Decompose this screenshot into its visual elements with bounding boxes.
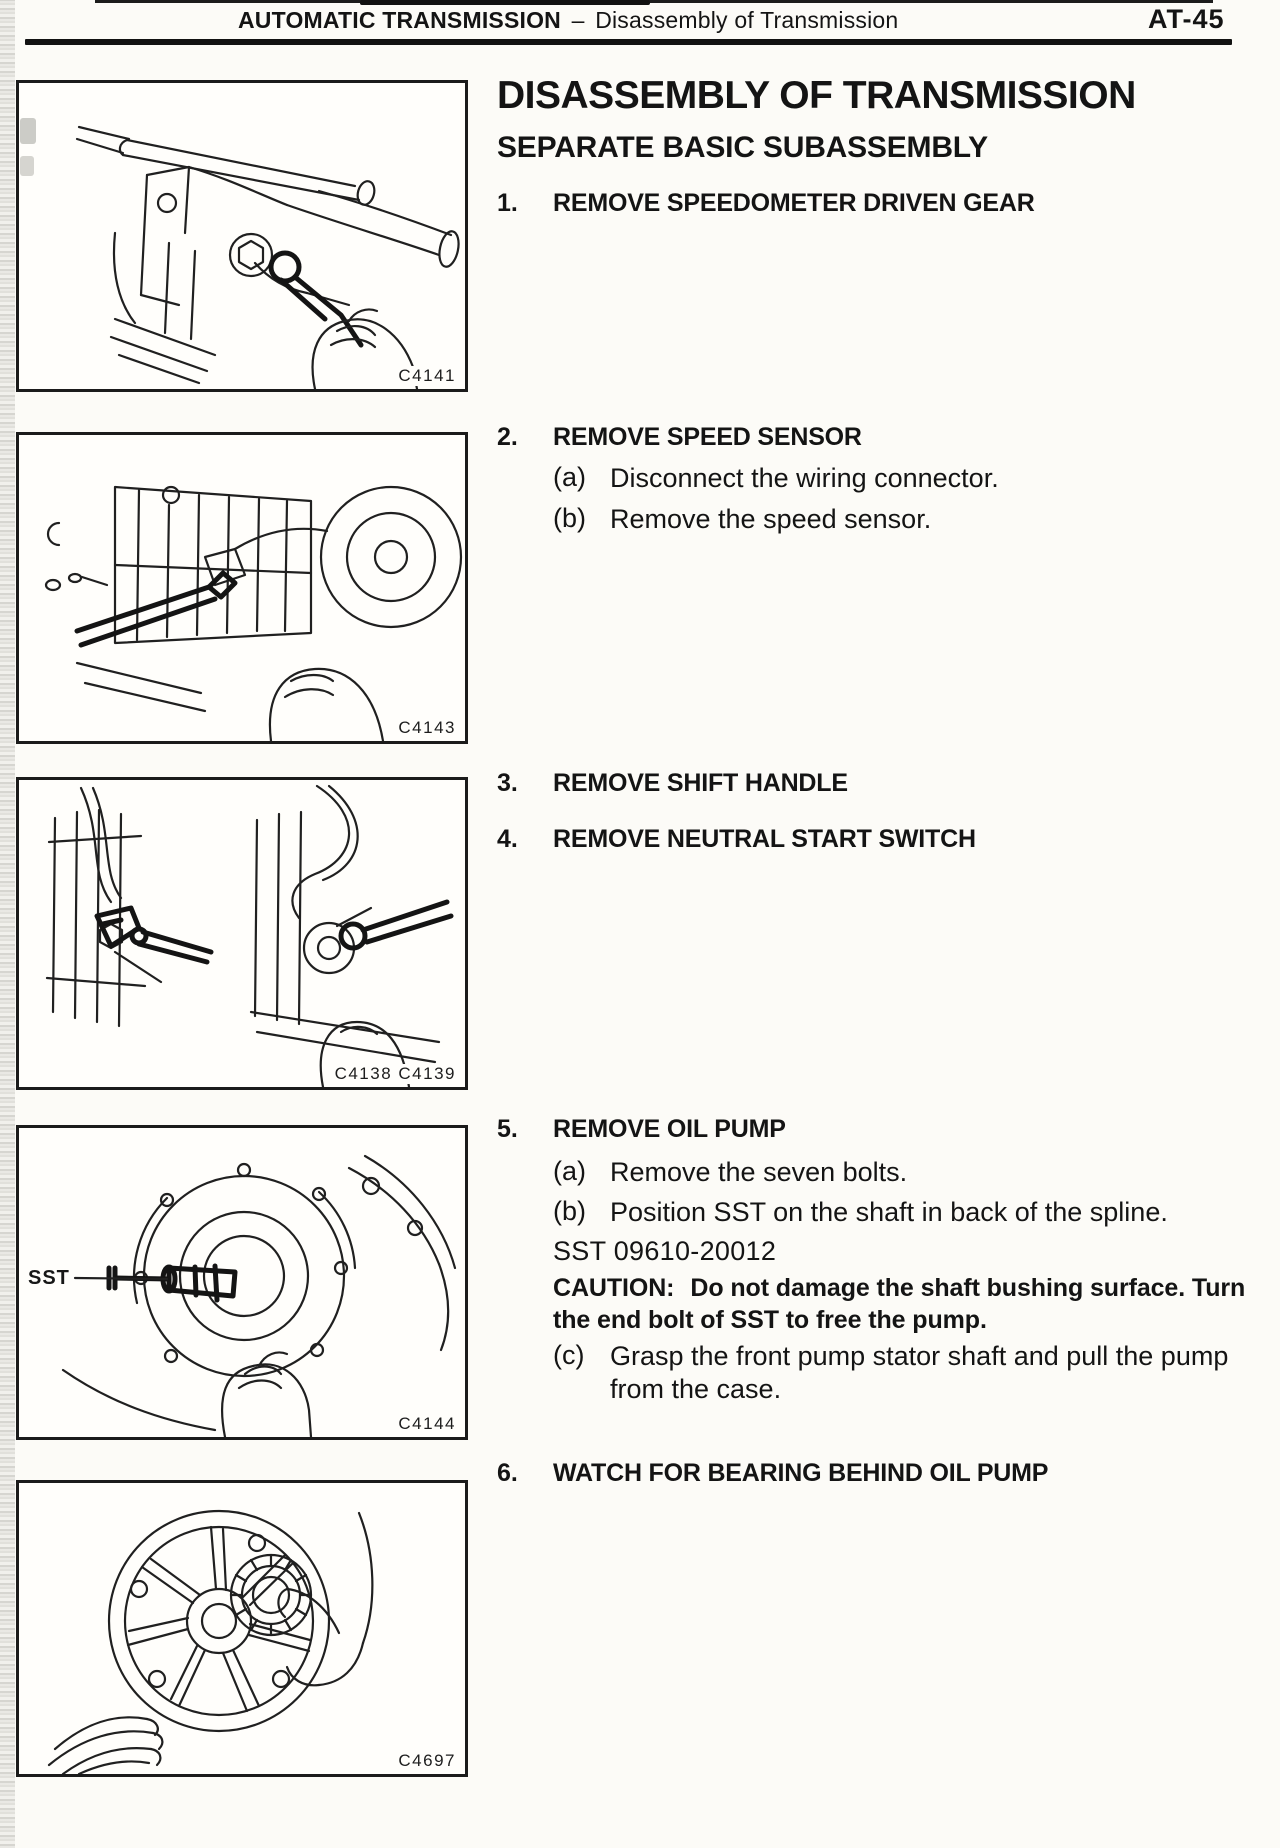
substep-2b: (b) Remove the speed sensor. bbox=[553, 503, 1272, 536]
substep-id: (a) bbox=[553, 462, 586, 492]
substep-text: Remove the seven bolts. bbox=[610, 1157, 908, 1187]
shift-handle-switch-illustration bbox=[45, 784, 454, 1087]
scan-top-artifact bbox=[95, 0, 1213, 3]
speedometer-gear-illustration bbox=[75, 125, 460, 389]
step-number: 1. bbox=[497, 189, 518, 217]
step-label: REMOVE SPEED SENSOR bbox=[553, 423, 862, 451]
substep-id: (c) bbox=[553, 1340, 585, 1370]
substep-id: (b) bbox=[553, 503, 586, 533]
figure-code: C4141 bbox=[396, 366, 458, 386]
figure-remove-speedometer-gear: C4141 bbox=[16, 80, 468, 392]
section-subtitle: SEPARATE BASIC SUBASSEMBLY bbox=[497, 131, 988, 164]
sst-part-number: SST 09610-20012 bbox=[553, 1236, 777, 1266]
substep-5b: (b) Position SST on the shaft in back of… bbox=[553, 1196, 1272, 1229]
step-3: 3. REMOVE SHIFT HANDLE bbox=[497, 769, 848, 798]
substep-id: (b) bbox=[553, 1196, 586, 1226]
figure-remove-shift-handle-and-switch: C4138 C4139 bbox=[16, 777, 468, 1090]
figure-remove-oil-pump: SST C4144 bbox=[16, 1125, 468, 1440]
figure-oil-pump-bearing: C4697 bbox=[16, 1480, 468, 1777]
substep-5c: (c) Grasp the front pump stator shaft an… bbox=[553, 1340, 1272, 1406]
caution-note: CAUTION:Do not damage the shaft bushing … bbox=[553, 1272, 1250, 1336]
step-label: REMOVE SPEEDOMETER DRIVEN GEAR bbox=[553, 189, 1035, 217]
step-label: REMOVE SHIFT HANDLE bbox=[553, 769, 848, 797]
scan-edge-artifact bbox=[0, 0, 15, 1848]
step-number: 5. bbox=[497, 1115, 518, 1143]
oil-pump-sst-illustration bbox=[61, 1154, 457, 1437]
step-number: 3. bbox=[497, 769, 518, 797]
step-4: 4. REMOVE NEUTRAL START SWITCH bbox=[497, 825, 976, 854]
step-number: 4. bbox=[497, 825, 518, 853]
speed-sensor-illustration bbox=[44, 485, 463, 741]
header-section-title: AUTOMATIC TRANSMISSION bbox=[238, 7, 561, 33]
header-rule bbox=[25, 39, 1232, 45]
step-label: REMOVE OIL PUMP bbox=[553, 1115, 786, 1143]
header-subsection-title: Disassembly of Transmission bbox=[595, 7, 899, 33]
step-label: WATCH FOR BEARING BEHIND OIL PUMP bbox=[553, 1459, 1049, 1487]
substep-2a: (a) Disconnect the wiring connector. bbox=[553, 462, 1272, 495]
scan-top-artifact-blob bbox=[360, 0, 650, 5]
figure-code: C4138 C4139 bbox=[332, 1064, 458, 1084]
page-number: AT-45 bbox=[1148, 4, 1225, 34]
step-5: 5. REMOVE OIL PUMP bbox=[497, 1115, 786, 1144]
step-number: 2. bbox=[497, 423, 518, 451]
step-2: 2. REMOVE SPEED SENSOR bbox=[497, 423, 862, 452]
substep-text: Remove the speed sensor. bbox=[610, 504, 932, 534]
bearing-illustration bbox=[47, 1509, 374, 1774]
substep-5a: (a) Remove the seven bolts. bbox=[553, 1156, 1272, 1189]
figure-code: C4144 bbox=[396, 1414, 458, 1434]
substep-id: (a) bbox=[553, 1156, 586, 1186]
step-label: REMOVE NEUTRAL START SWITCH bbox=[553, 825, 976, 853]
caution-label: CAUTION: bbox=[553, 1274, 675, 1302]
header-dash: – bbox=[571, 7, 585, 33]
substep-text: Position SST on the shaft in back of the… bbox=[610, 1197, 1168, 1227]
figure-remove-speed-sensor: C4143 bbox=[16, 432, 468, 744]
caution-text: Do not damage the shaft bushing surface.… bbox=[553, 1274, 1246, 1334]
substep-text: Disconnect the wiring connector. bbox=[610, 463, 999, 493]
page-header: AUTOMATIC TRANSMISSION – Disassembly of … bbox=[238, 7, 898, 34]
step-number: 6. bbox=[497, 1459, 518, 1487]
step-1: 1. REMOVE SPEEDOMETER DRIVEN GEAR bbox=[497, 189, 1035, 218]
figure-code: C4143 bbox=[396, 718, 458, 738]
scan-smudge bbox=[20, 156, 34, 176]
step-6: 6. WATCH FOR BEARING BEHIND OIL PUMP bbox=[497, 1459, 1048, 1488]
substep-text: Grasp the front pump stator shaft and pu… bbox=[610, 1341, 1229, 1404]
sst-callout-label: SST bbox=[28, 1267, 70, 1289]
figure-code: C4697 bbox=[396, 1751, 458, 1771]
scan-smudge bbox=[20, 118, 36, 144]
page-title: DISASSEMBLY OF TRANSMISSION bbox=[497, 74, 1136, 117]
